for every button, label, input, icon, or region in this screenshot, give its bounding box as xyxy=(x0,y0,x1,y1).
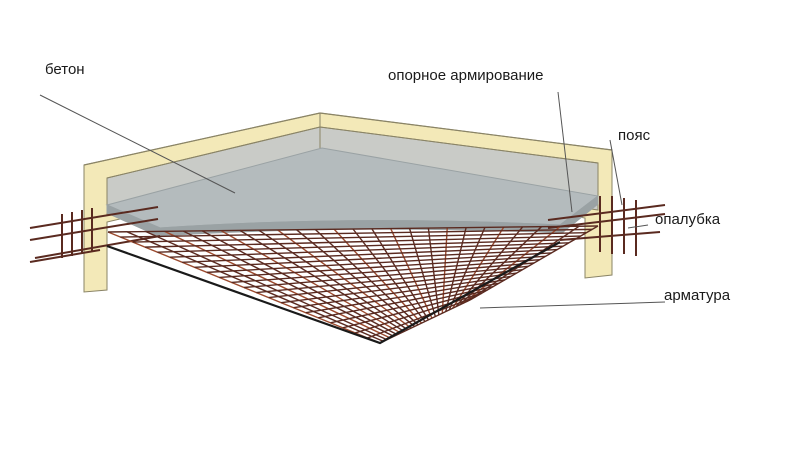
rebar-bar xyxy=(330,285,494,324)
mesh-outline xyxy=(106,241,561,345)
rebar-bar xyxy=(107,225,599,233)
concrete-thickness xyxy=(106,194,599,237)
rebar-bar xyxy=(145,235,581,248)
label-armatura: арматура xyxy=(664,287,731,304)
rebar-bar xyxy=(243,262,535,289)
label-opornoe-armirovanie: опорное армирование xyxy=(388,67,544,84)
rebar-bar xyxy=(182,245,564,263)
label-beton: бетон xyxy=(45,61,85,78)
label-leader-lines xyxy=(39,91,666,309)
rebar-bar xyxy=(355,292,482,334)
rebar-bar xyxy=(305,279,506,314)
rebar-bar xyxy=(169,242,569,258)
rebar-bar xyxy=(281,272,517,304)
rebar-bar xyxy=(293,275,511,309)
rebar-mesh xyxy=(107,225,599,344)
rebar-bar xyxy=(132,232,587,243)
rebar-bar xyxy=(219,255,546,279)
rebar-bar xyxy=(268,269,523,299)
label-poyas: пояс xyxy=(618,127,651,144)
rebar-bar xyxy=(194,248,558,269)
rebar-bar xyxy=(256,265,529,294)
label-opalubka: опалубка xyxy=(655,211,721,228)
rebar-bar xyxy=(157,238,575,253)
rebar-bar xyxy=(231,258,540,284)
belt-right-rebar-cage xyxy=(547,196,666,256)
rebar-bar xyxy=(120,228,593,238)
rebar-bar xyxy=(367,295,477,339)
belt-left-rebar-cage xyxy=(29,206,161,263)
rebar-bar xyxy=(206,252,552,274)
rebar-bar xyxy=(318,282,500,319)
